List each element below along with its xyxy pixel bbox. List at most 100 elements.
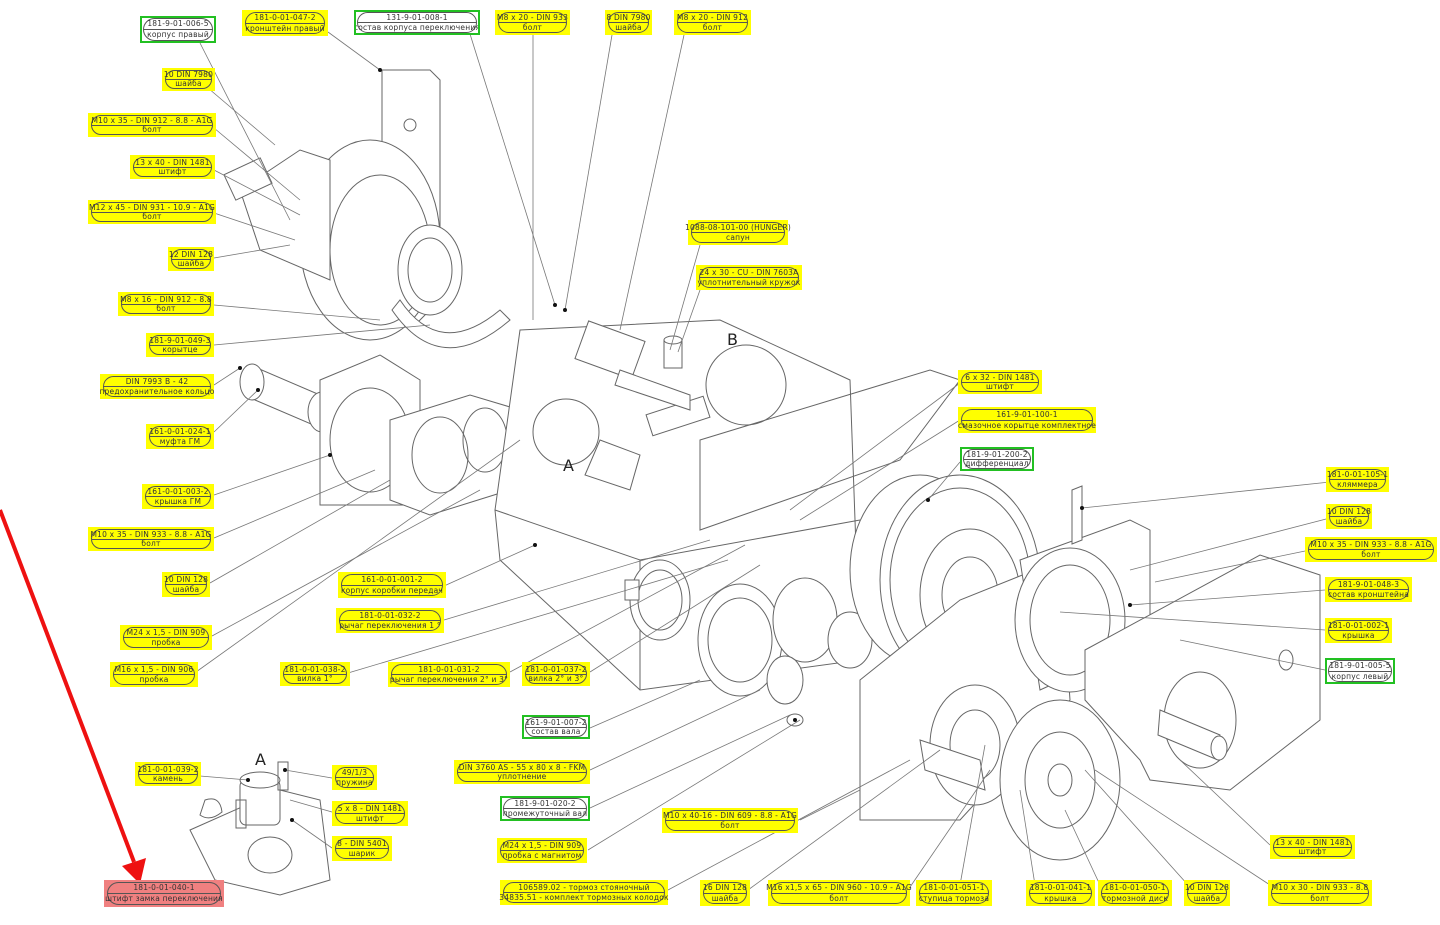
part-name: шайба [615, 22, 642, 32]
part-callout[interactable]: 1088-08-101-00 (HUNGER)сапун [685, 220, 791, 245]
gm-cover [319, 354, 521, 516]
trough [391, 299, 511, 349]
part-name: кляммера [1337, 479, 1378, 489]
part-name: вилка 2° и 3° [528, 674, 584, 683]
part-name: болт [1361, 549, 1381, 559]
part-number: 181-0-01-037-2 [525, 664, 587, 675]
part-name: болт [142, 125, 162, 134]
part-number: M8 x 20 - DIN 912 [676, 12, 749, 23]
part-number: 16 DIN 128 [702, 883, 748, 894]
part-name: тормозной диск [1101, 893, 1169, 903]
part-number: 161-0-01-001-2 [342, 575, 442, 586]
part-name: корпус правый [147, 30, 209, 40]
part-number: 24 x 30 - CU - DIN 7603A [699, 267, 799, 278]
part-name: пробка с магнитом [502, 850, 582, 860]
part-name: пружина [336, 777, 373, 787]
part-number: 181-0-01-105-1 [1326, 469, 1389, 480]
part-name: рычаг переключения 1 ° [339, 620, 441, 630]
part-number: 181-9-01-200-2 [964, 450, 1030, 460]
part-number: 181-0-01-051-1 [920, 883, 988, 894]
part-number: 10 DIN 128 [1184, 883, 1230, 894]
part-name: корпус левый [1331, 671, 1389, 681]
part-number: M8 x 20 - DIN 933 [496, 12, 569, 23]
part-name: состав кронштейна [1328, 589, 1410, 599]
part-name: рычаг переключения 2° и 3° [389, 674, 509, 684]
part-name: 34835.51 - комплект тормозных колодок [499, 892, 669, 902]
part-name: болт [829, 893, 849, 903]
part-name: штифт замка переключения [105, 894, 223, 904]
part-number: DIN 3760 AS - 55 x 80 x 8 - FKM [458, 762, 586, 773]
part-number: 49/1/3 [336, 768, 373, 778]
part-name: камень [153, 774, 183, 783]
